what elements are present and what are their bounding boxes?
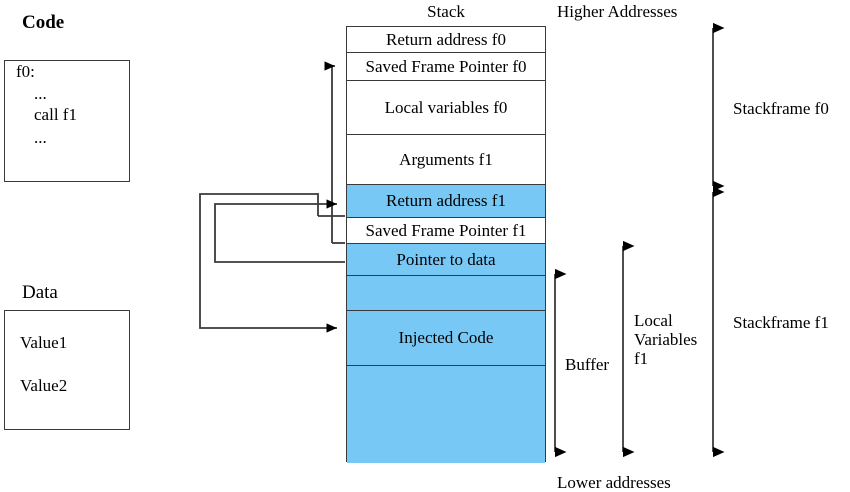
data-panel bbox=[4, 310, 130, 430]
higher-addresses-label: Higher Addresses bbox=[557, 2, 678, 21]
stackframe-f0-label: Stackframe f0 bbox=[733, 99, 829, 118]
data-line-0: Value1 bbox=[20, 333, 68, 352]
local-vars-f1-line-2: f1 bbox=[634, 349, 649, 369]
local-vars-f1-line-0: Local bbox=[634, 311, 673, 330]
stackframe-f1-label: Stackframe f1 bbox=[733, 313, 829, 332]
code-line-3: ... bbox=[34, 128, 47, 147]
code-line-1: ... bbox=[34, 84, 47, 103]
code-line-2: call f1 bbox=[34, 105, 77, 124]
code-panel-title: Code bbox=[22, 12, 65, 33]
stack-row-label: Local variables f0 bbox=[384, 97, 508, 117]
stack-row-injected-code: Injected Code bbox=[347, 311, 545, 366]
buffer-label: Buffer bbox=[565, 355, 610, 374]
stack-row-return-address-f0: Return address f0 bbox=[347, 27, 545, 53]
stack-title: Stack bbox=[427, 2, 465, 21]
stack-row-arguments-f1: Arguments f1 bbox=[347, 135, 545, 185]
connector-return-address-f1 bbox=[199, 193, 345, 333]
stack-row-label: Saved Frame Pointer f0 bbox=[365, 56, 527, 76]
lower-addresses-label: Lower addresses bbox=[557, 473, 671, 492]
local-vars-f1-line-1: Variables bbox=[634, 330, 698, 350]
stack-row-return-address-f1: Return address f1 bbox=[347, 185, 545, 218]
stack-row-pointer-to-data: Pointer to data bbox=[347, 244, 545, 276]
stack-row-label: Return address f0 bbox=[386, 29, 506, 49]
code-line-0: f0: bbox=[16, 62, 35, 81]
stack-row-saved-frame-pointer-f1: Saved Frame Pointer f1 bbox=[347, 218, 545, 244]
connector-pointer-to-data bbox=[214, 199, 345, 263]
data-line-1: Value2 bbox=[20, 376, 68, 395]
stack-row-label: Pointer to data bbox=[396, 249, 496, 269]
stack-row-label: Injected Code bbox=[398, 328, 494, 347]
stack-row-empty-upper bbox=[347, 276, 545, 311]
stack-row-saved-frame-pointer-f0: Saved Frame Pointer f0 bbox=[347, 53, 545, 81]
stack-row-label: Arguments f1 bbox=[399, 149, 493, 169]
stack-row-label: Return address f1 bbox=[386, 191, 506, 210]
code-panel bbox=[4, 60, 130, 182]
stack-row-label: Saved Frame Pointer f1 bbox=[365, 220, 527, 240]
stack-container: Return address f0 Saved Frame Pointer f0… bbox=[346, 26, 546, 463]
stack-row-local-variables-f0: Local variables f0 bbox=[347, 81, 545, 135]
data-panel-title: Data bbox=[22, 282, 58, 303]
connector-saved-frame-pointer-f0 bbox=[324, 61, 345, 244]
stack-row-empty-lower bbox=[347, 366, 545, 463]
